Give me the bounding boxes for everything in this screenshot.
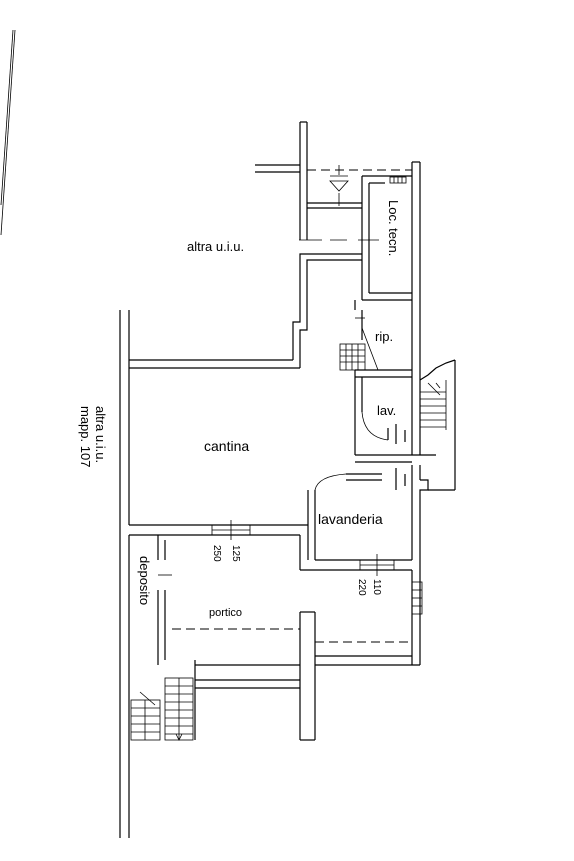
bathroom-door bbox=[355, 411, 436, 463]
cellar-label: cantina bbox=[204, 438, 249, 454]
left-wall bbox=[119, 310, 130, 838]
window-dimension-width: 125 bbox=[230, 545, 241, 562]
right-wall bbox=[411, 161, 429, 665]
exterior-stairs-right bbox=[419, 359, 456, 491]
deposit-walls bbox=[157, 535, 172, 665]
adjacent-unit-label-top: altra u.i.u. bbox=[187, 239, 244, 254]
upper-wall bbox=[129, 121, 379, 369]
property-boundary bbox=[0, 29, 16, 236]
storage-stairs bbox=[339, 327, 379, 371]
deposit-label: deposito bbox=[137, 556, 152, 605]
parcel-number-label: mapp. 107 bbox=[78, 406, 93, 467]
laundry-walls bbox=[307, 468, 406, 560]
vent-symbol bbox=[329, 165, 349, 206]
bathroom-label: lav. bbox=[377, 403, 396, 418]
laundry-window-dimension-height: 220 bbox=[356, 579, 367, 596]
portico-outline bbox=[172, 611, 420, 741]
technical-room-walls bbox=[307, 169, 412, 301]
storage-room-walls bbox=[354, 300, 412, 455]
window-dimension-height: 250 bbox=[211, 545, 222, 562]
cellar-bottom-wall bbox=[129, 520, 412, 576]
technical-room-label: Loc. tecn. bbox=[386, 200, 401, 256]
exterior-stairs-left bbox=[130, 677, 194, 741]
portico-label: portico bbox=[209, 607, 242, 619]
laundry-label: lavanderia bbox=[318, 511, 383, 527]
storage-room-label: rip. bbox=[375, 329, 393, 344]
adjacent-unit-label-side: altra u.i.u. bbox=[93, 406, 108, 463]
laundry-window-dimension-width: 110 bbox=[371, 579, 382, 595]
side-window-grid bbox=[411, 581, 423, 615]
